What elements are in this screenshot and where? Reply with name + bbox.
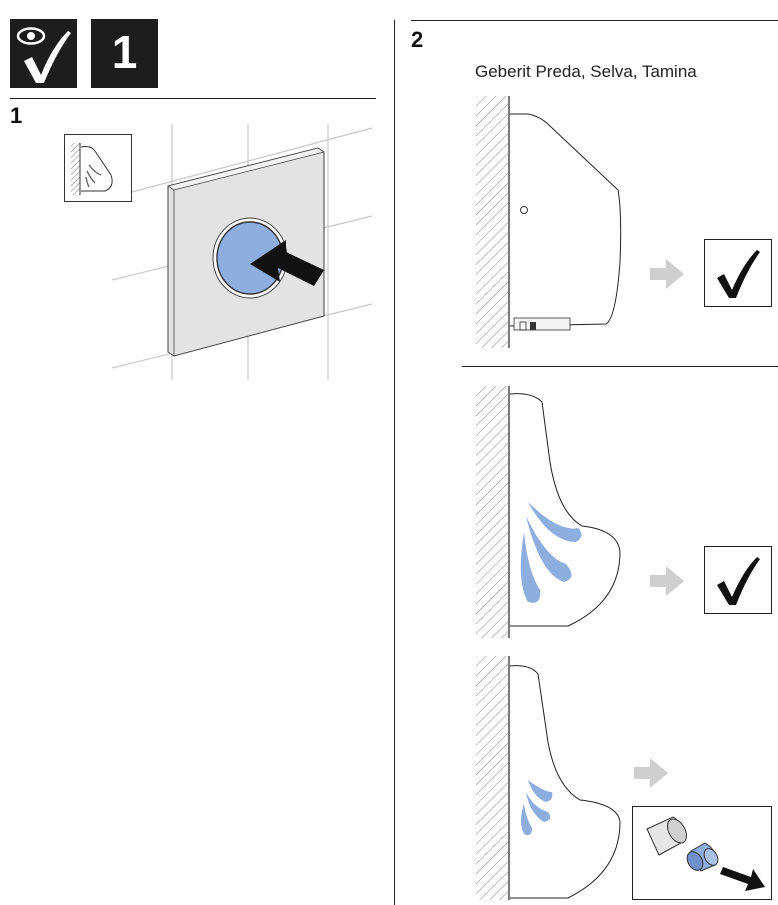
column-divider — [394, 20, 395, 905]
urinal-sensor-rinse — [470, 92, 630, 352]
result-ok-box-2 — [704, 546, 772, 614]
urinal-flush-spray — [470, 382, 630, 642]
check-icon — [10, 19, 77, 88]
arrow-right-icon — [650, 566, 684, 596]
arrow-right-icon — [634, 758, 668, 788]
arrow-right-icon — [650, 259, 684, 289]
urinal-weak-flush — [470, 652, 630, 902]
nozzle-detail-box — [632, 806, 772, 900]
section1-top-rule — [10, 98, 376, 99]
check-icon — [705, 240, 771, 306]
section2-number: 2 — [411, 29, 423, 51]
check-icon — [705, 547, 771, 613]
nozzle-remove-illustration — [633, 807, 771, 899]
step-badge: 1 — [91, 19, 158, 88]
result-ok-box-1 — [704, 239, 772, 307]
section2-top-rule — [411, 20, 778, 21]
step-badge-number: 1 — [91, 29, 158, 75]
flush-plate-illustration — [110, 124, 380, 384]
section1-number: 1 — [10, 105, 22, 127]
models-label: Geberit Preda, Selva, Tamina — [475, 62, 697, 82]
eye-check-badge — [10, 19, 77, 88]
panel-divider — [462, 366, 778, 367]
